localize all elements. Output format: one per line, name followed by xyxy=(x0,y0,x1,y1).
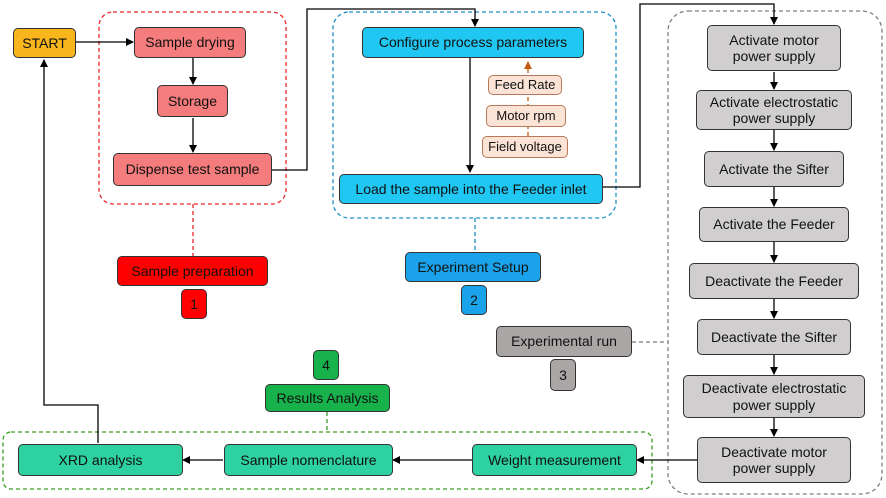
param-feed-rate: Feed Rate xyxy=(488,75,562,95)
step-deactivate-electrostatic-power: Deactivate electrostatic power supply xyxy=(683,375,865,418)
step-weight-measurement: Weight measurement xyxy=(472,444,637,476)
label-experiment-setup: Experiment Setup xyxy=(405,252,541,282)
label-results-analysis: Results Analysis xyxy=(265,384,390,412)
step-xrd-analysis: XRD analysis xyxy=(18,444,183,476)
step-sample-nomenclature: Sample nomenclature xyxy=(224,444,393,476)
step-dispense-test-sample: Dispense test sample xyxy=(113,153,272,186)
number-badge-2: 2 xyxy=(461,285,487,315)
step-sample-drying: Sample drying xyxy=(134,27,246,58)
number-badge-3: 3 xyxy=(550,359,576,391)
number-badge-4: 4 xyxy=(313,350,339,380)
step-storage: Storage xyxy=(157,85,228,117)
step-deactivate-feeder: Deactivate the Feeder xyxy=(689,263,859,299)
step-activate-motor-power: Activate motor power supply xyxy=(707,25,841,71)
label-experimental-run: Experimental run xyxy=(496,326,632,357)
number-badge-1: 1 xyxy=(181,289,207,319)
label-sample-preparation: Sample preparation xyxy=(117,256,268,286)
start-node: START xyxy=(13,28,76,58)
param-field-voltage: Field voltage xyxy=(482,136,568,158)
step-deactivate-motor-power: Deactivate motor power supply xyxy=(697,437,851,483)
step-activate-feeder: Activate the Feeder xyxy=(699,207,849,242)
step-activate-sifter: Activate the Sifter xyxy=(704,151,844,187)
step-configure-process-parameters: Configure process parameters xyxy=(362,27,584,58)
step-deactivate-sifter: Deactivate the Sifter xyxy=(697,319,851,355)
step-activate-electrostatic-power: Activate electrostatic power supply xyxy=(696,90,852,130)
param-motor-rpm: Motor rpm xyxy=(486,105,566,127)
group-sample-prep xyxy=(98,11,287,205)
group-experimental-run xyxy=(667,10,883,495)
step-load-sample-feeder: Load the sample into the Feeder inlet xyxy=(339,174,603,204)
